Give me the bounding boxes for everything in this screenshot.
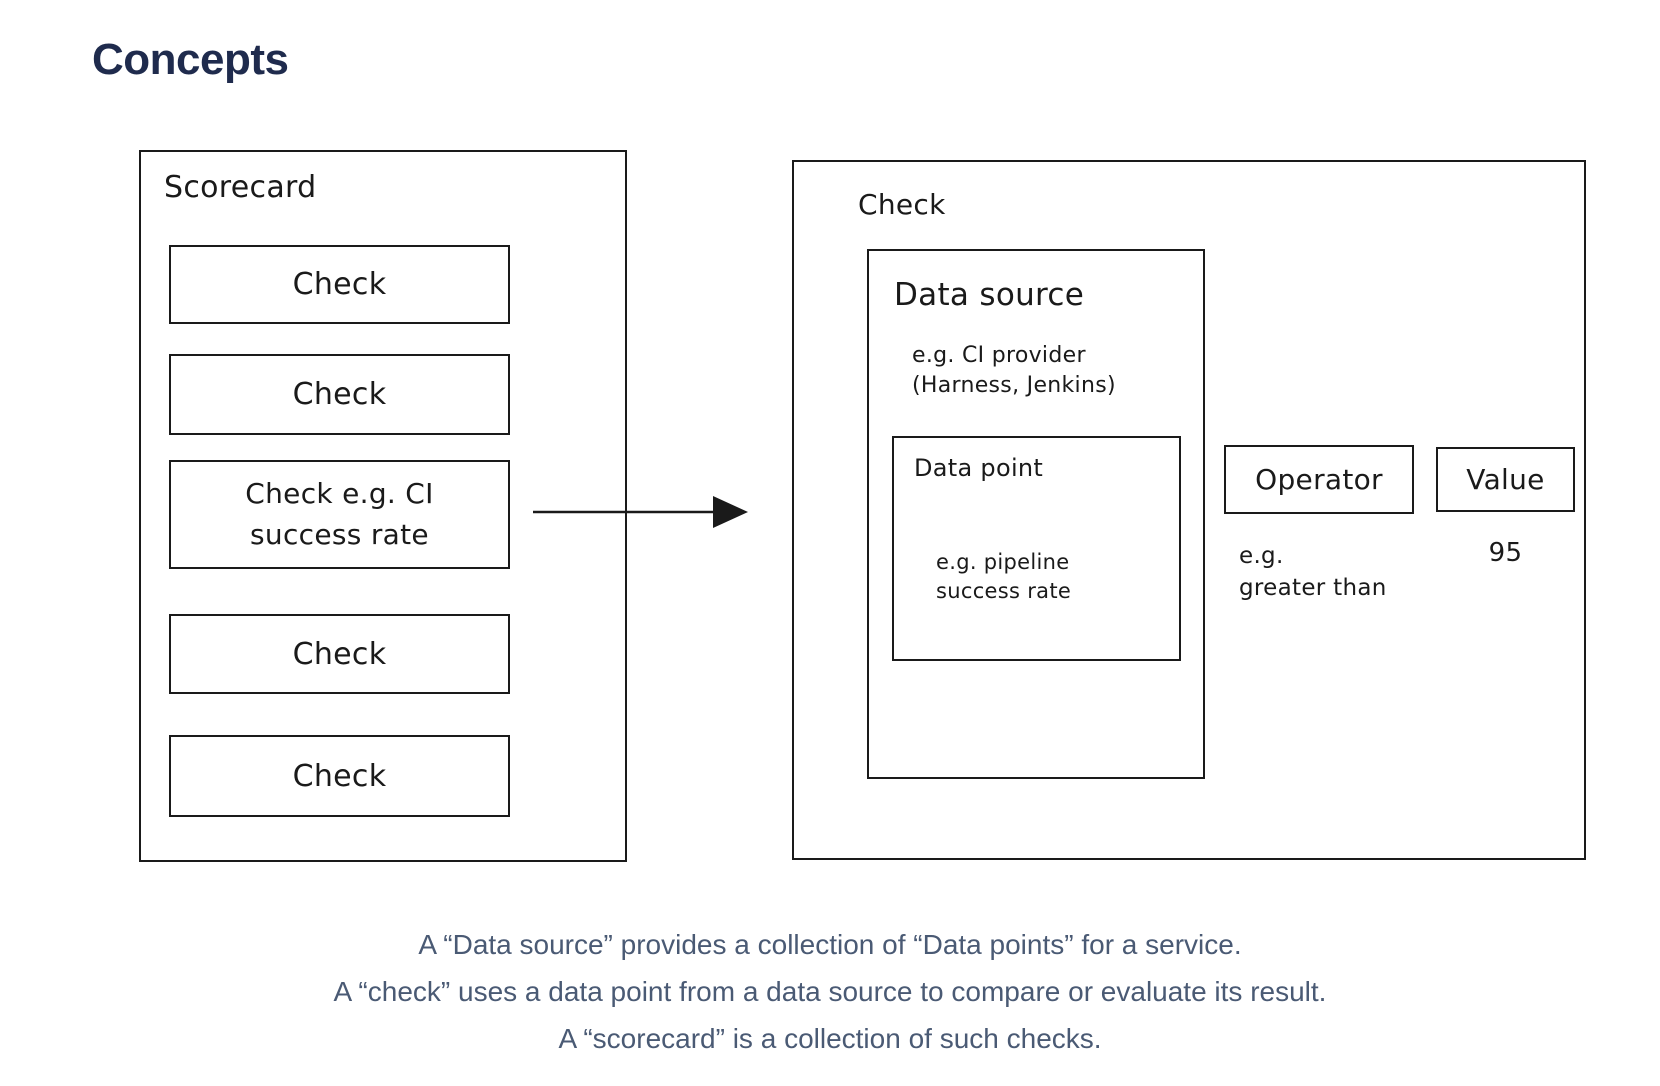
data-point-example: e.g. pipeline success rate bbox=[936, 550, 1072, 603]
check-item-ci-success-rate: Check e.g. CI success rate bbox=[169, 460, 510, 569]
page-title: Concepts bbox=[92, 35, 289, 85]
data-source-box: Data source e.g. CI provider (Harness, J… bbox=[867, 249, 1205, 779]
check-detail-box: Check Data source e.g. CI provider (Harn… bbox=[792, 160, 1586, 860]
caption-line-1: A “Data source” provides a collection of… bbox=[418, 929, 1242, 960]
data-source-example: e.g. CI provider (Harness, Jenkins) bbox=[912, 343, 1116, 398]
caption-line-3: A “scorecard” is a collection of such ch… bbox=[558, 1023, 1102, 1054]
check-item-label: Check bbox=[292, 377, 387, 412]
scorecard-label: Scorecard bbox=[164, 170, 317, 205]
caption: A “Data source” provides a collection of… bbox=[0, 921, 1660, 1062]
data-source-label: Data source bbox=[894, 277, 1085, 313]
data-point-label: Data point bbox=[914, 454, 1044, 482]
check-item: Check bbox=[169, 735, 510, 817]
value-example: 95 bbox=[1488, 538, 1523, 568]
check-item-label: Check e.g. CI success rate bbox=[245, 476, 434, 551]
operator-example: e.g. greater than bbox=[1239, 543, 1387, 601]
check-item-label: Check bbox=[292, 758, 387, 794]
check-item: Check bbox=[169, 614, 510, 694]
value-label: Value bbox=[1466, 463, 1545, 496]
check-item-label: Check bbox=[292, 267, 387, 302]
operator-label: Operator bbox=[1255, 463, 1383, 496]
scorecard-box: Scorecard Check Check Check e.g. CI succ… bbox=[139, 150, 627, 862]
value-box: Value bbox=[1436, 447, 1575, 512]
data-point-box: Data point e.g. pipeline success rate bbox=[892, 436, 1181, 661]
check-item: Check bbox=[169, 245, 510, 324]
check-detail-label: Check bbox=[858, 188, 946, 221]
check-item-label: Check bbox=[292, 636, 387, 672]
caption-line-2: A “check” uses a data point from a data … bbox=[333, 976, 1327, 1007]
check-item: Check bbox=[169, 354, 510, 435]
flow-arrow-icon bbox=[533, 496, 748, 528]
operator-box: Operator bbox=[1224, 445, 1414, 514]
